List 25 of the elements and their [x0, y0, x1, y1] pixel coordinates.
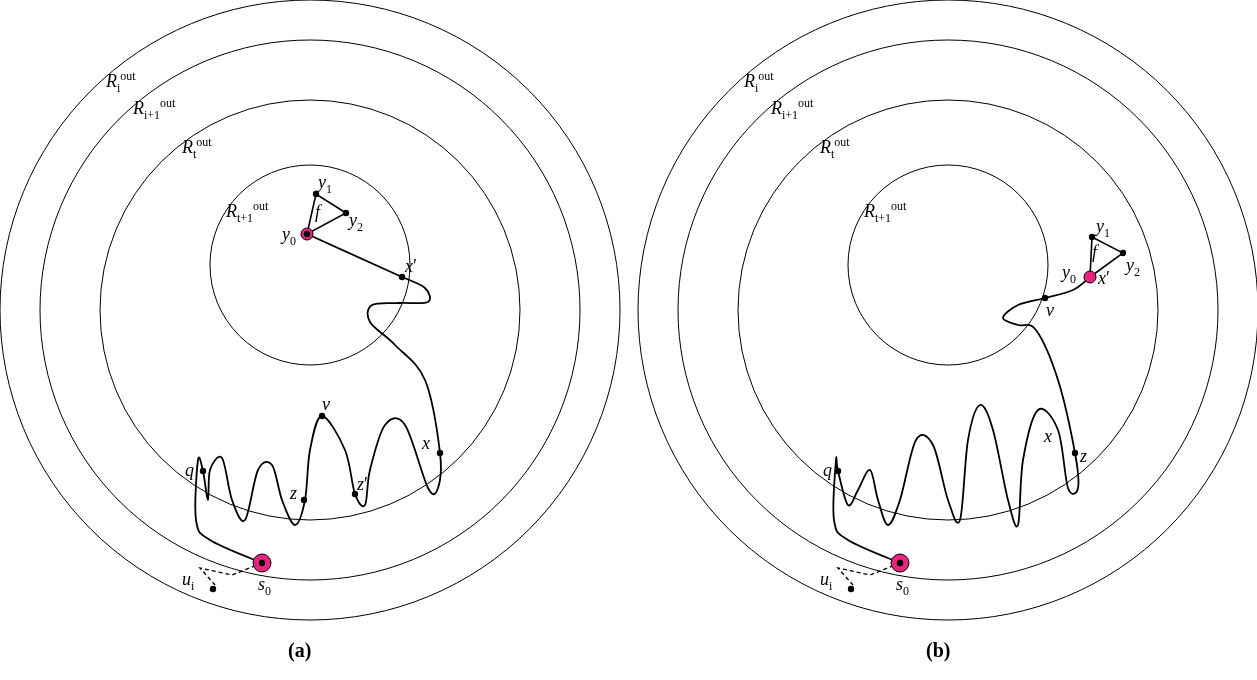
point-label: x: [1044, 426, 1052, 446]
point-label: v: [1046, 300, 1054, 320]
point-label: q: [185, 460, 194, 480]
point-label: y$_{1}$: [1096, 216, 1110, 242]
point-label: s$_{0}$: [896, 574, 909, 600]
point-label: z′: [357, 474, 368, 494]
point-label: y$_{0}$: [282, 224, 296, 250]
point-label: u$_{i}$: [182, 569, 195, 595]
point-label: x′: [405, 256, 417, 276]
point-label: y$_{1}$: [318, 172, 332, 198]
point-label: y$_{2}$: [349, 210, 363, 236]
point-label: s$_{0}$: [258, 574, 271, 600]
point-label: y$_{2}$: [1126, 255, 1140, 281]
face-label: f: [315, 202, 320, 222]
point-label: v: [322, 394, 330, 414]
panel-label: (b): [926, 640, 951, 660]
face-label: f: [1092, 242, 1097, 262]
panel-label: (a): [288, 640, 312, 660]
point-label: y$_{0}$: [1062, 262, 1076, 288]
point-label: q: [823, 460, 832, 480]
point-label: z: [1080, 446, 1087, 466]
point-label: z: [290, 483, 297, 503]
point-label: x: [422, 433, 430, 453]
point-label: u$_{i}$: [820, 569, 833, 595]
point-label: x′: [1098, 268, 1110, 288]
